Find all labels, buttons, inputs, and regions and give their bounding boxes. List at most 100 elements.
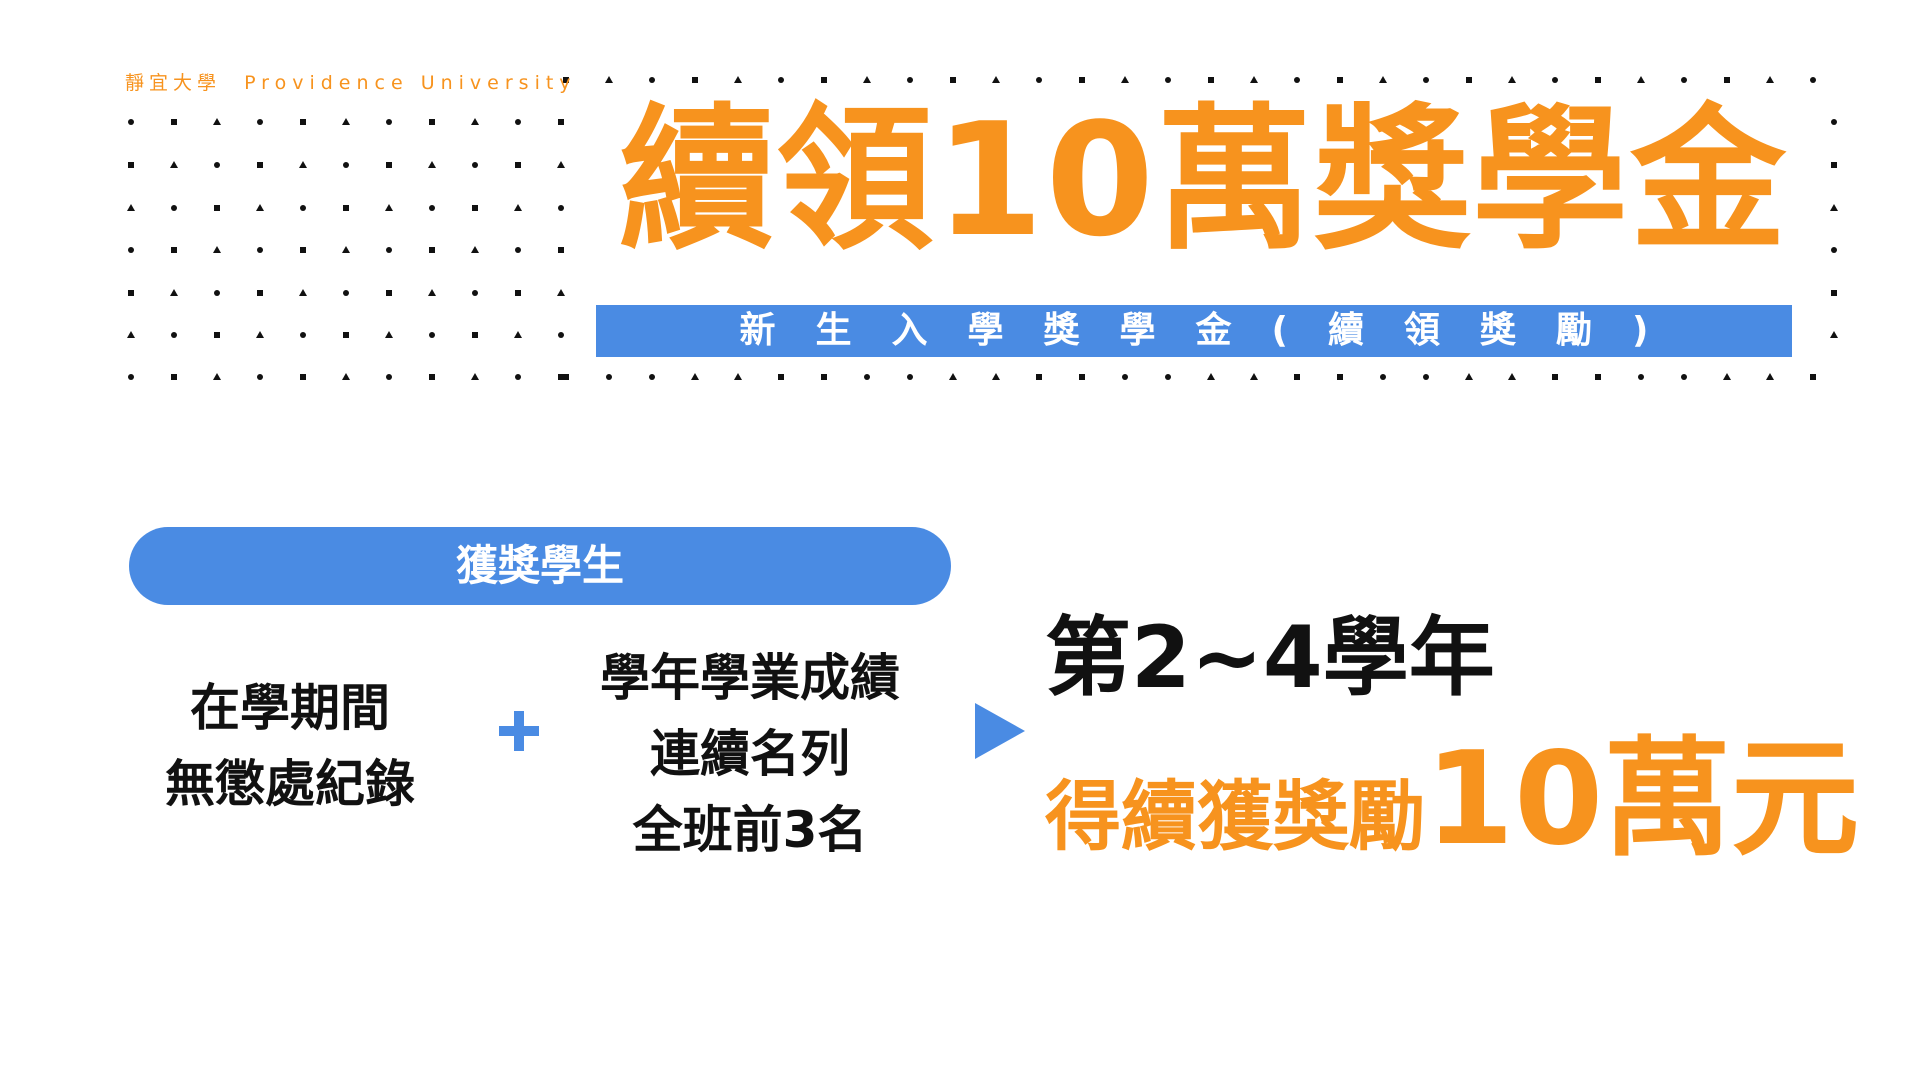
pattern-dot [171,247,177,253]
pattern-dot [171,119,177,125]
pattern-dot [471,118,479,125]
pattern-dot [558,205,564,211]
pattern-dot [864,374,870,380]
pattern-dot [342,373,350,380]
pattern-dot [257,162,263,168]
pattern-dot [1508,373,1516,380]
condition-conduct: 在學期間 無懲處紀錄 [120,670,460,822]
pattern-dot [127,204,135,211]
pattern-dot [558,374,564,380]
pattern-dot [515,290,521,296]
pattern-dot [343,290,349,296]
pattern-dot [429,247,435,253]
pattern-dot [300,247,306,253]
pattern-dot [691,373,699,380]
pattern-dot [471,246,479,253]
pattern-dot [1810,374,1816,380]
pattern-dot [515,247,521,253]
pattern-dot [1810,77,1816,83]
brand-english: Providence University [244,72,577,94]
reward-amount: 10萬元 [1425,725,1860,874]
pattern-dot [256,204,264,211]
pattern-dot [343,162,349,168]
pattern-dot [428,161,436,168]
plus-icon [499,711,539,751]
pattern-dot [428,289,436,296]
pattern-dot [429,205,435,211]
condition-academic-line-2: 連續名列 [650,725,850,783]
pattern-dot [515,374,521,380]
pattern-dot [1831,162,1837,168]
pattern-dot [821,77,827,83]
pattern-dot [1379,76,1387,83]
pattern-dot [1831,290,1837,296]
pattern-dot [214,205,220,211]
pattern-dot [1766,373,1774,380]
pattern-dot [471,373,479,380]
section-label-pill: 獲獎學生 [129,527,951,605]
pattern-dot [1079,374,1085,380]
pattern-dot [563,77,569,83]
pattern-dot [1250,373,1258,380]
pattern-dot [1294,374,1300,380]
pattern-dot [557,289,565,296]
pattern-dot [214,162,220,168]
pattern-dot [1552,374,1558,380]
pattern-dot [1466,77,1472,83]
pattern-dot [429,374,435,380]
pattern-dot [300,332,306,338]
pattern-dot [1723,373,1731,380]
pattern-dot [472,290,478,296]
pattern-dot [256,331,264,338]
pattern-dot [1207,373,1215,380]
pattern-dot [257,119,263,125]
university-brand: 靜宜大學 Providence University [125,68,577,95]
pattern-dot [429,119,435,125]
pattern-dot [1122,374,1128,380]
pattern-dot [949,373,957,380]
pattern-dot [1831,247,1837,253]
pattern-dot [257,247,263,253]
pattern-dot [1165,374,1171,380]
pattern-dot [649,374,655,380]
pattern-dot [213,246,221,253]
pattern-dot [128,374,134,380]
subtitle-banner: 新生入學獎學金(續領獎勵) [596,305,1792,357]
pattern-dot [863,76,871,83]
pattern-dot [1830,331,1838,338]
pattern-dot [472,205,478,211]
pattern-dot [386,119,392,125]
pattern-dot [1423,77,1429,83]
pattern-dot [213,373,221,380]
condition-academic-line-3: 全班前3名 [632,801,868,859]
pattern-dot [1423,374,1429,380]
pattern-dot [170,289,178,296]
pattern-dot [299,161,307,168]
pattern-dot [171,332,177,338]
pattern-dot [515,119,521,125]
pattern-dot [342,118,350,125]
pattern-dot [1380,374,1386,380]
pattern-dot [605,76,613,83]
pattern-dot [472,162,478,168]
pattern-dot [386,290,392,296]
pattern-dot [1079,77,1085,83]
pattern-dot [386,374,392,380]
pattern-dot [213,118,221,125]
condition-conduct-line-2: 無懲處紀錄 [165,755,415,813]
pattern-dot [171,374,177,380]
result-reward: 得續獲獎勵10萬元 [1045,730,1859,908]
pattern-dot [515,162,521,168]
pattern-dot [563,374,569,380]
pattern-dot [1595,374,1601,380]
pattern-dot [385,331,393,338]
pattern-dot [128,247,134,253]
pattern-dot [1681,77,1687,83]
brand-chinese: 靜宜大學 [125,72,222,94]
pattern-dot [300,374,306,380]
pattern-dot [557,161,565,168]
pattern-dot [558,332,564,338]
pattern-dot [385,204,393,211]
reward-prefix: 得續獲獎勵 [1045,772,1425,861]
